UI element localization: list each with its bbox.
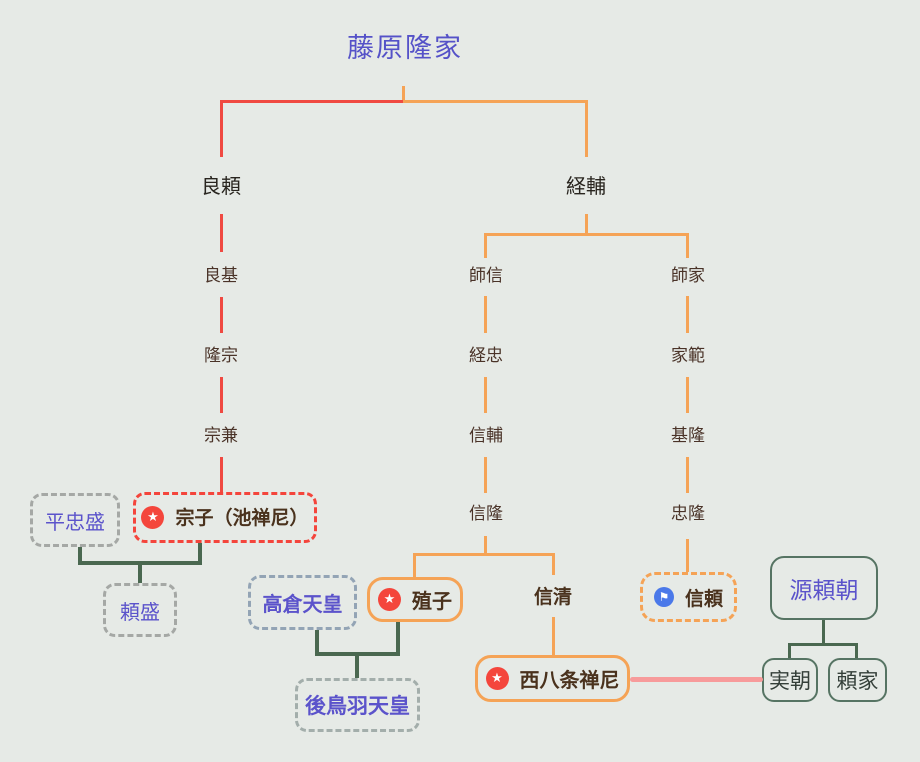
connector-yoshimoto-takamune [220,297,223,333]
person-box-takakura: 高倉天皇 [248,575,357,630]
person-tsunesuke: 経輔 [566,174,606,198]
connector-yoritomo-split [788,643,858,646]
person-yorimori: 頼盛 [120,599,160,624]
person-gotoba: 後鳥羽天皇 [305,694,410,718]
connector-tsunesuke-split [484,233,689,236]
person-takamune: 隆宗 [204,346,238,366]
connector-ienori-mototaka [686,377,689,413]
star-glyph: ★ [383,592,396,607]
person-yoshimoto: 良基 [204,266,238,286]
connector-top-left-horizontal [220,100,405,103]
flag-icon: ⚑ [653,587,674,607]
connector-muneko-down [198,543,202,565]
person-box-muneko: ★ 宗子（池禅尼） [133,492,317,543]
connector-tsunetada-nobusuke [484,377,487,413]
person-sanetomo: 実朝 [769,669,811,693]
person-box-yorimori: 頼盛 [103,583,177,637]
connector-nobutaka-split [413,553,555,556]
connector-to-yorimori [138,561,142,583]
person-munekane: 宗兼 [204,426,238,446]
connector-nobutaka-stub [484,536,487,556]
connector-top-right-horizontal [403,100,588,103]
flag-glyph: ⚑ [658,590,670,604]
connector-shokushi-down [396,622,400,656]
person-taira-tadamori: 平忠盛 [45,509,105,534]
star-glyph: ★ [491,671,503,686]
connector-moroie-ienori [686,296,689,333]
person-box-yoriie: 頼家 [828,658,887,702]
star-icon: ★ [141,506,165,529]
person-box-nishihachijo: ★ 西八条禅尼 [475,655,630,702]
person-box-taira-tadamori: 平忠盛 [30,493,120,547]
person-yoshiyori: 良頼 [201,174,241,198]
connector-to-sanetomo [788,643,791,658]
person-ienori: 家範 [671,346,705,366]
connector-to-gotoba [355,652,359,678]
star-glyph: ★ [147,510,159,525]
page-title: 藤原隆家 [347,33,463,64]
connector-to-yoshiyori [220,100,223,157]
connector-title-stub [402,86,405,103]
connector-nobukiyo-nishihachijo [552,617,555,656]
connector-moronobu-tsunetada [484,296,487,333]
person-nobusuke: 信輔 [469,426,503,446]
person-box-nobuyori: ⚑ 信頼 [640,572,737,622]
person-nobuyori: 信頼 [684,587,723,610]
connector-mototaka-tadataka [686,457,689,493]
connector-munekane-muneko [220,457,223,492]
person-muneko: 宗子（池禅尼） [175,506,309,529]
connector-to-moroie [686,233,689,258]
connector-takakura-down [315,630,319,656]
person-moronobu: 師信 [469,266,503,286]
person-box-shokushi: ★ 殖子 [367,577,463,622]
connector-to-yoriie [855,643,858,658]
person-nobutaka: 信隆 [469,504,503,524]
person-takakura: 高倉天皇 [262,592,343,616]
connector-to-moronobu [484,233,487,258]
person-moroie: 師家 [671,266,705,286]
person-box-gotoba: 後鳥羽天皇 [295,678,420,732]
person-yoritomo: 源頼朝 [789,578,859,604]
connector-takamune-munekane [220,377,223,413]
person-box-yoritomo: 源頼朝 [770,556,878,620]
person-mototaka: 基隆 [671,426,705,446]
person-tadataka: 忠隆 [671,504,705,524]
connector-yoritomo-stub [822,620,825,646]
connector-to-nobukiyo [552,553,555,575]
person-yoriie: 頼家 [836,669,879,693]
connector-tsunesuke-stub [585,214,588,236]
person-tsunetada: 経忠 [469,346,503,366]
connector-marriage-nishihachijo-sanetomo [630,677,763,682]
person-box-sanetomo: 実朝 [762,658,818,702]
star-icon: ★ [485,667,509,690]
person-nobukiyo: 信清 [533,586,572,608]
connector-to-tsunesuke [585,100,588,157]
star-icon: ★ [378,588,401,611]
connector-to-shokushi [413,553,416,577]
connector-tadataka-nobuyori [686,539,689,572]
connector-nobusuke-nobutaka [484,457,487,493]
person-nishihachijo: 西八条禅尼 [519,668,620,692]
connector-tadamori-down [78,547,82,565]
connector-yoshiyori-yoshimoto [220,214,223,252]
person-shokushi: 殖子 [412,589,452,613]
